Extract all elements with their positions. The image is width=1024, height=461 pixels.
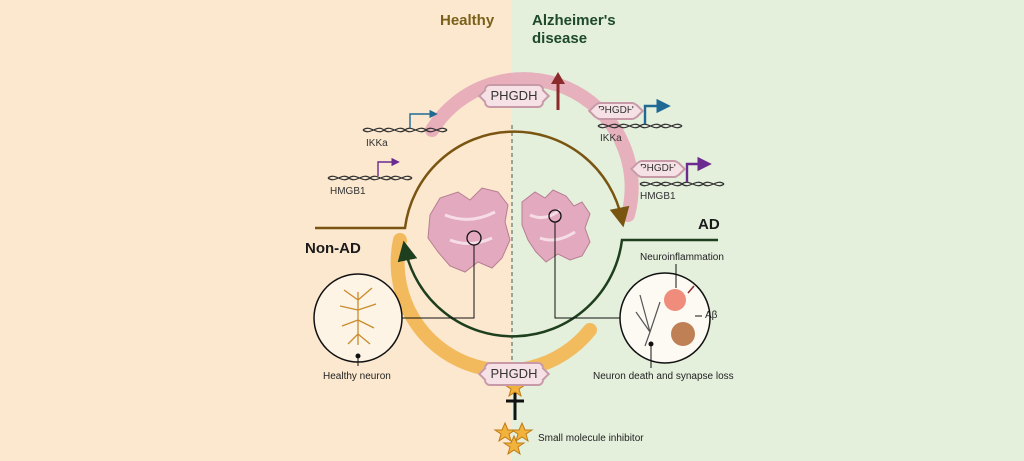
- ad-connector: [554, 222, 622, 319]
- ad-background: [512, 0, 1024, 461]
- recovery-arc: [390, 233, 597, 378]
- ad-header: Alzheimer's disease: [532, 12, 616, 47]
- healthy-ikka-label: IKKa: [366, 138, 388, 149]
- healthy-connector: [402, 245, 475, 319]
- inhibitor-label: Small molecule inhibitor: [538, 433, 644, 444]
- healthy-neuron-label: Healthy neuron: [323, 371, 391, 382]
- increase-arrow-icon: [551, 72, 565, 110]
- inhibition-symbol: [506, 392, 524, 420]
- ad-label: AD: [698, 216, 720, 233]
- reversal-arrow: [397, 238, 718, 338]
- ad-phgdh-box-1: PHGDH: [594, 102, 638, 120]
- healthy-brain-slice: [427, 187, 511, 273]
- abeta-label: Aβ: [705, 310, 718, 321]
- phgdh-top-box: PHGDH: [484, 84, 544, 108]
- healthy-ikka-dna: [362, 109, 448, 133]
- phgdh-bottom-box: PHGDH: [484, 362, 544, 386]
- ad-ikka-dna: [597, 98, 683, 129]
- healthy-hmgb1-dna: [327, 157, 413, 181]
- neuroinflammation-label: Neuroinflammation: [640, 252, 724, 263]
- ad-hmgb1-dna: [639, 156, 725, 187]
- progression-arrow: [315, 130, 630, 230]
- healthy-hmgb1-label: HMGB1: [330, 186, 366, 197]
- ad-neuron-illustration: [619, 272, 711, 364]
- ad-ikka-label: IKKa: [600, 133, 622, 144]
- healthy-background: [0, 0, 512, 461]
- ad-hmgb1-label: HMGB1: [640, 191, 676, 202]
- healthy-neuron-illustration: [313, 273, 403, 363]
- ad-phgdh-box-2: PHGDH: [636, 160, 680, 178]
- ad-brain-slice: [521, 189, 591, 263]
- healthy-header: Healthy: [440, 12, 495, 29]
- neuron-death-label: Neuron death and synapse loss: [593, 371, 734, 382]
- non-ad-label: Non-AD: [305, 240, 361, 257]
